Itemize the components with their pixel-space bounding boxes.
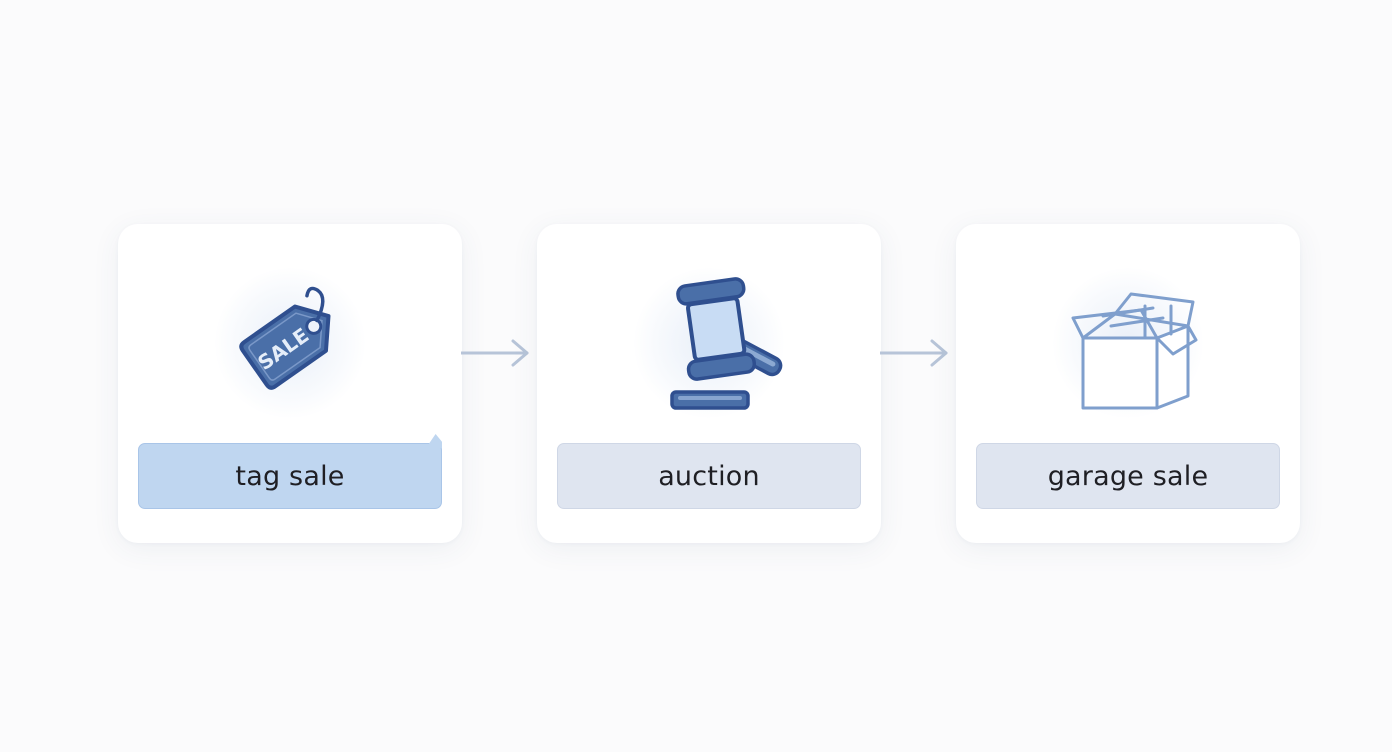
step-label-tag-sale: tag sale [138, 434, 442, 509]
label-corner-tab [426, 434, 442, 448]
arrow-right-icon [880, 339, 948, 367]
step-label-text: tag sale [235, 460, 345, 492]
step-card-garage-sale: garage sale [956, 224, 1300, 543]
step-label-auction: auction [557, 443, 861, 509]
step-card-tag-sale: SALE tag sale [118, 224, 462, 543]
box-graphic [1071, 292, 1198, 410]
gavel-graphic [670, 277, 783, 410]
step-label-text: auction [658, 460, 760, 492]
step-label-text: garage sale [1047, 460, 1209, 492]
price-tag-icon: SALE [215, 268, 365, 418]
gavel-icon [634, 268, 784, 418]
step-card-auction: auction [537, 224, 881, 543]
box-icon [1053, 268, 1203, 418]
price-tag-graphic: SALE [239, 286, 331, 390]
arrow-right-icon [461, 339, 529, 367]
step-label-garage-sale: garage sale [976, 443, 1280, 509]
